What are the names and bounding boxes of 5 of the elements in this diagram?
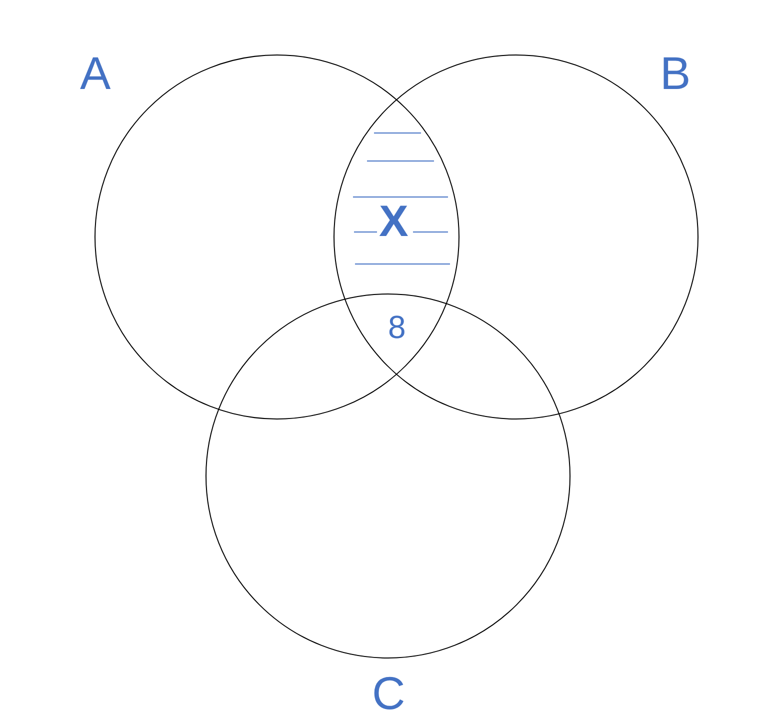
set-label: C	[372, 670, 406, 716]
set-label: B	[660, 50, 691, 96]
set-label: A	[80, 50, 111, 96]
region-label: X	[379, 200, 408, 244]
region-count: 8	[388, 311, 406, 343]
